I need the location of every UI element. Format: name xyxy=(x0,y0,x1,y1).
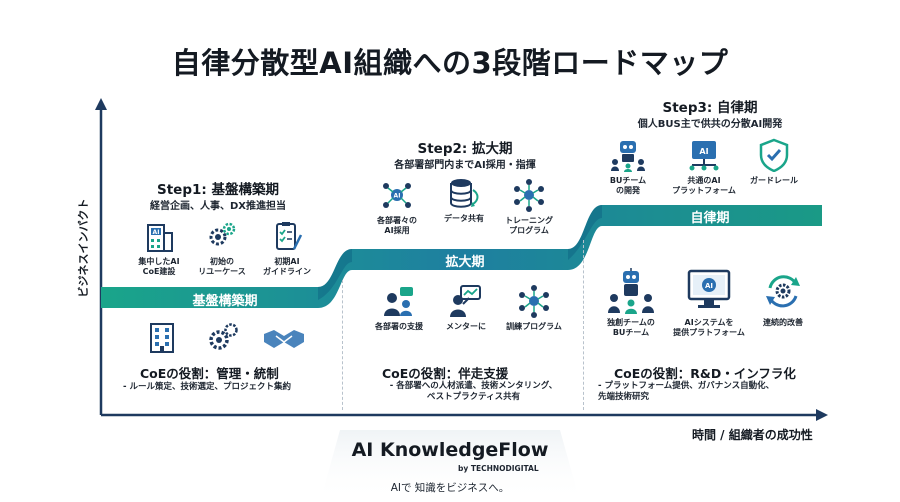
band-fold-2 xyxy=(568,205,602,260)
step1-icon-2: 初始の リユーケース xyxy=(193,219,251,277)
office-building-icon xyxy=(150,323,174,353)
step3-role-title: CoEの役割：R&D・インフラ化 xyxy=(614,366,796,381)
step1-subtitle: 経営企画、人事、DX推進担当 xyxy=(149,201,286,212)
building-ai-icon: AI xyxy=(147,224,173,252)
step1-role-title: CoEの役割：管理・統制 xyxy=(140,366,279,381)
ai-platform-icon: AI xyxy=(689,141,719,171)
brand-tagline: AIで 知識をビジネスへ。 xyxy=(390,482,510,494)
handshake-icon xyxy=(264,330,304,348)
step2-role-title: CoEの役割：伴走支援 xyxy=(382,366,509,381)
cycle-gear-icon xyxy=(766,275,800,308)
step2-role-icon-3: 訓練プログラム xyxy=(497,284,571,332)
step3-icon-3: ガードレール xyxy=(744,138,804,186)
training-network-icon xyxy=(519,285,549,318)
brand-by: by TECHNODIGITAL xyxy=(458,464,539,473)
step2-role-desc: - 各部署への人材派遣、技術メンタリング、 ベストプラクティス共有 xyxy=(389,381,558,403)
y-axis-label: ビジネスインパクト xyxy=(77,198,90,298)
ai-monitor-icon: AI xyxy=(687,269,731,308)
svg-text:AI: AI xyxy=(153,229,160,236)
band-fold-1 xyxy=(318,249,352,300)
gears-icon xyxy=(209,222,236,246)
page-title: 自律分散型AI組織への3段階ロードマップ xyxy=(171,46,729,80)
mentor-icon xyxy=(450,285,481,317)
robot-team-icon xyxy=(611,141,645,172)
step3-role-icon-3: 連続的改善 xyxy=(752,268,814,328)
step3-role-icon-2: AI AIシステムを 提供プラトフォーム xyxy=(667,268,751,338)
svg-text:AI: AI xyxy=(394,193,401,200)
step1-icon-3: 初期AI ガイドライン xyxy=(254,219,320,277)
step3-role-icon-1: 独創チームの BUチーム xyxy=(596,268,666,338)
divider-2 xyxy=(583,240,584,410)
svg-text:AI: AI xyxy=(705,282,713,290)
x-axis-arrow xyxy=(816,409,828,421)
step1-role-desc: - ルール策定、技術選定、プロジェクト集約 xyxy=(123,382,291,392)
robot-people-icon xyxy=(608,268,654,314)
band-label-step3: 自律期 xyxy=(690,211,730,226)
support-team-icon xyxy=(384,287,413,316)
database-icon xyxy=(450,179,479,208)
step3-icon-2: AI 共通のAI プラットフォーム xyxy=(664,138,744,196)
step1-title: Step1: 基盤構築期 xyxy=(157,182,279,198)
svg-text:AI: AI xyxy=(699,147,708,156)
brand-name: AI KnowledgeFlow xyxy=(351,439,549,461)
y-axis-arrow xyxy=(95,98,107,110)
band-label-step1: 基盤構築期 xyxy=(192,294,258,309)
network-hub-icon xyxy=(514,179,544,212)
step3-subtitle: 個人BUS主で供共の分散AI開発 xyxy=(637,119,783,130)
step2-icon-3: トレーニング プログラム xyxy=(496,178,562,236)
team-network-icon: AI xyxy=(383,183,411,208)
brand-backdrop xyxy=(320,430,580,502)
step3-icon-1: BUチーム の開発 xyxy=(598,138,658,196)
shield-check-icon xyxy=(759,138,789,173)
roadmap-band xyxy=(101,205,822,308)
step2-role-icon-1: 各部署の支援 xyxy=(367,284,431,332)
step3-role-desc: - プラットフォーム提供、ガバナンス自動化、 先端技術研究 xyxy=(598,381,775,403)
x-axis-label: 時間 / 組織者の成功性 xyxy=(692,428,813,442)
gears-icon xyxy=(209,323,238,350)
step2-role-icon-2: メンターに xyxy=(436,284,496,332)
step2-title: Step2: 拡大期 xyxy=(417,141,513,157)
divider-1 xyxy=(342,280,343,410)
step2-icon-2: データ共有 xyxy=(434,176,494,224)
step2-subtitle: 各部署部門内までAI採用・指揮 xyxy=(394,160,536,171)
step1-icon-1: AI 集中したAI CoE建設 xyxy=(134,219,184,277)
band-label-step2: 拡大期 xyxy=(445,255,485,270)
checklist-icon xyxy=(276,222,303,250)
step2-icon-1: AI 各部署々の AI採用 xyxy=(366,178,428,236)
step3-title: Step3: 自律期 xyxy=(662,100,758,116)
